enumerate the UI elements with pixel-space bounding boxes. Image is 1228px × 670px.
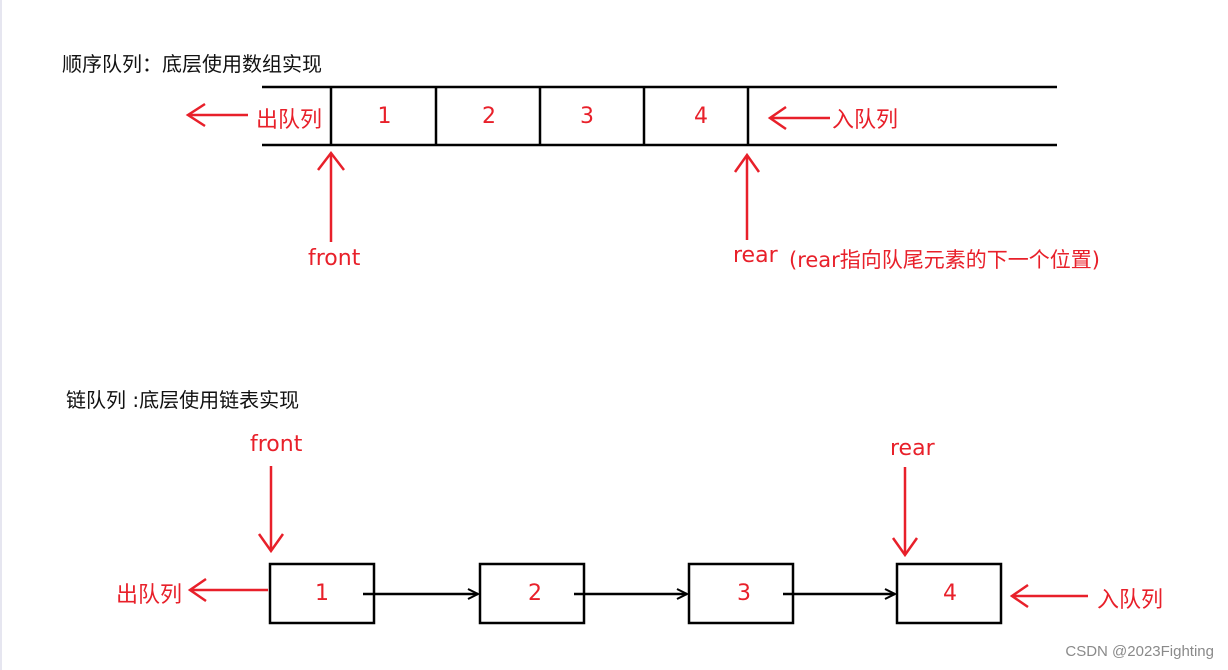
sequential-queue-title: 顺序队列：底层使用数组实现: [62, 52, 322, 76]
linked-node-value: 3: [737, 581, 751, 606]
array-cell-value: 2: [482, 104, 496, 129]
array-rear-label: rear: [733, 243, 778, 268]
array-cell-value: 3: [580, 104, 594, 129]
array-rear-note: (rear指向队尾元素的下一个位置): [789, 248, 1100, 272]
left-edge-line: [0, 0, 2, 670]
array-cell-value: 1: [377, 104, 392, 129]
linked-enqueue-label: 入队列: [1097, 588, 1164, 613]
array-front-arrow: [317, 150, 345, 242]
array-dequeue-label: 出队列: [256, 108, 323, 133]
linked-dequeue-arrow: [187, 577, 268, 603]
linked-node-value: 1: [315, 581, 329, 606]
linked-front-label: front: [250, 432, 303, 457]
array-enqueue-arrow: [767, 105, 830, 131]
linked-dequeue-label: 出队列: [116, 583, 183, 608]
linked-enqueue-arrow: [1009, 583, 1088, 609]
linked-node-box: [895, 562, 1003, 625]
watermark: CSDN @2023Fighting: [1065, 643, 1214, 660]
linked-front-arrow: [257, 466, 285, 554]
linked-node-value: 2: [528, 581, 542, 606]
linked-rear-label: rear: [890, 436, 935, 461]
array-rear-arrow: [733, 152, 761, 240]
array-cell-value: 4: [694, 104, 708, 129]
linked-node-value: 4: [943, 581, 957, 606]
array-enqueue-label: 入队列: [832, 108, 899, 133]
array-dequeue-arrow: [185, 102, 248, 128]
array-queue-strip: [262, 85, 1057, 147]
linked-queue-title: 链队列 :底层使用链表实现: [66, 388, 300, 412]
array-front-label: front: [308, 246, 361, 271]
linked-rear-arrow: [891, 467, 919, 558]
